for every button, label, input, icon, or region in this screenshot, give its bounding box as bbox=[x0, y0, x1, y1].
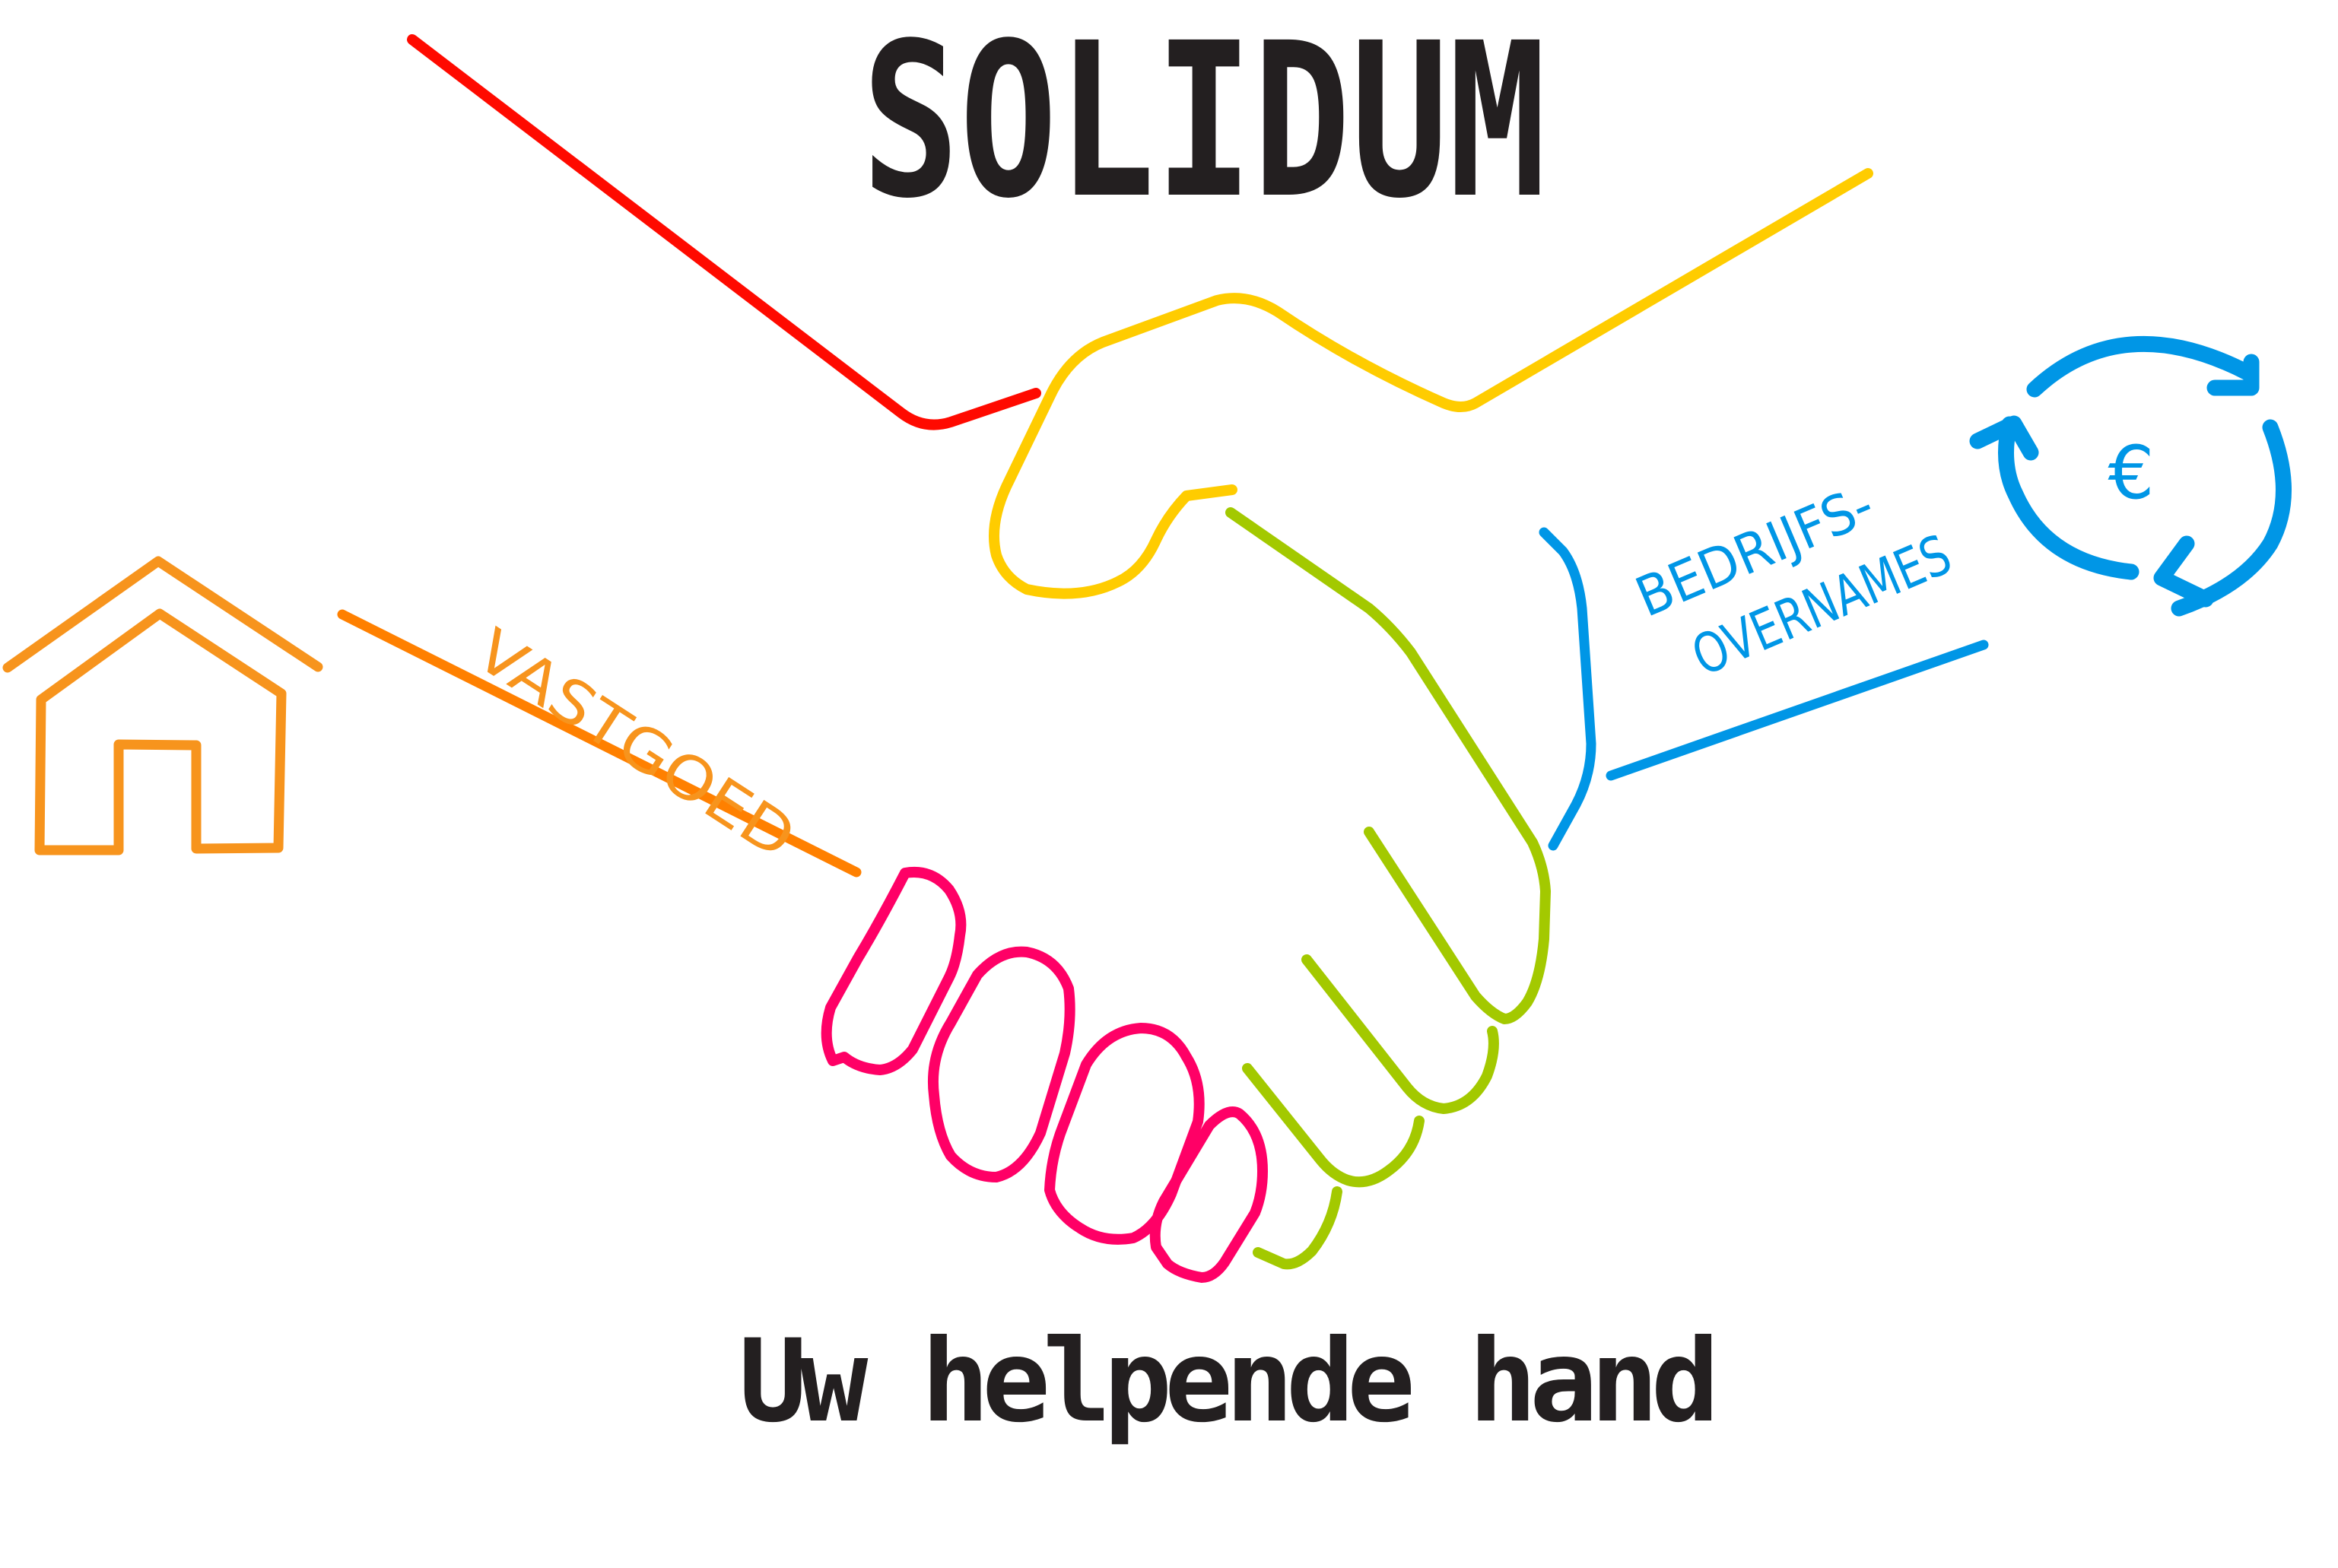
brand-tagline: Uw helpende hand bbox=[739, 1316, 1720, 1448]
euro-cycle-icon: € bbox=[1969, 335, 2292, 617]
pink-knuckle-2 bbox=[927, 946, 1075, 1182]
green-finger-1 bbox=[1301, 954, 1499, 1114]
green-finger-2 bbox=[1242, 1063, 1425, 1188]
green-finger-3 bbox=[1253, 1186, 1342, 1270]
vastgoed-label: VASTGOED bbox=[464, 616, 808, 872]
pink-knuckle-1 bbox=[821, 867, 967, 1075]
pink-knuckle-4 bbox=[1149, 1106, 1268, 1283]
yellow-hand-outline bbox=[988, 168, 1873, 599]
pink-knuckle-3 bbox=[1044, 1023, 1205, 1245]
bedrijfsovernames-line bbox=[1606, 640, 1989, 781]
blue-wrist-bracket bbox=[1539, 527, 1596, 851]
red-arm-line bbox=[407, 34, 1041, 430]
bedrijfsovernames-label: BEDRIJFS- OVERNAMES bbox=[1627, 472, 1960, 687]
vastgoed-line bbox=[337, 609, 862, 878]
green-hand-outline bbox=[1225, 507, 1551, 1024]
house-icon bbox=[2, 556, 323, 855]
brand-title: SOLIDUM bbox=[862, 0, 1546, 246]
euro-symbol: € bbox=[2108, 430, 2154, 516]
